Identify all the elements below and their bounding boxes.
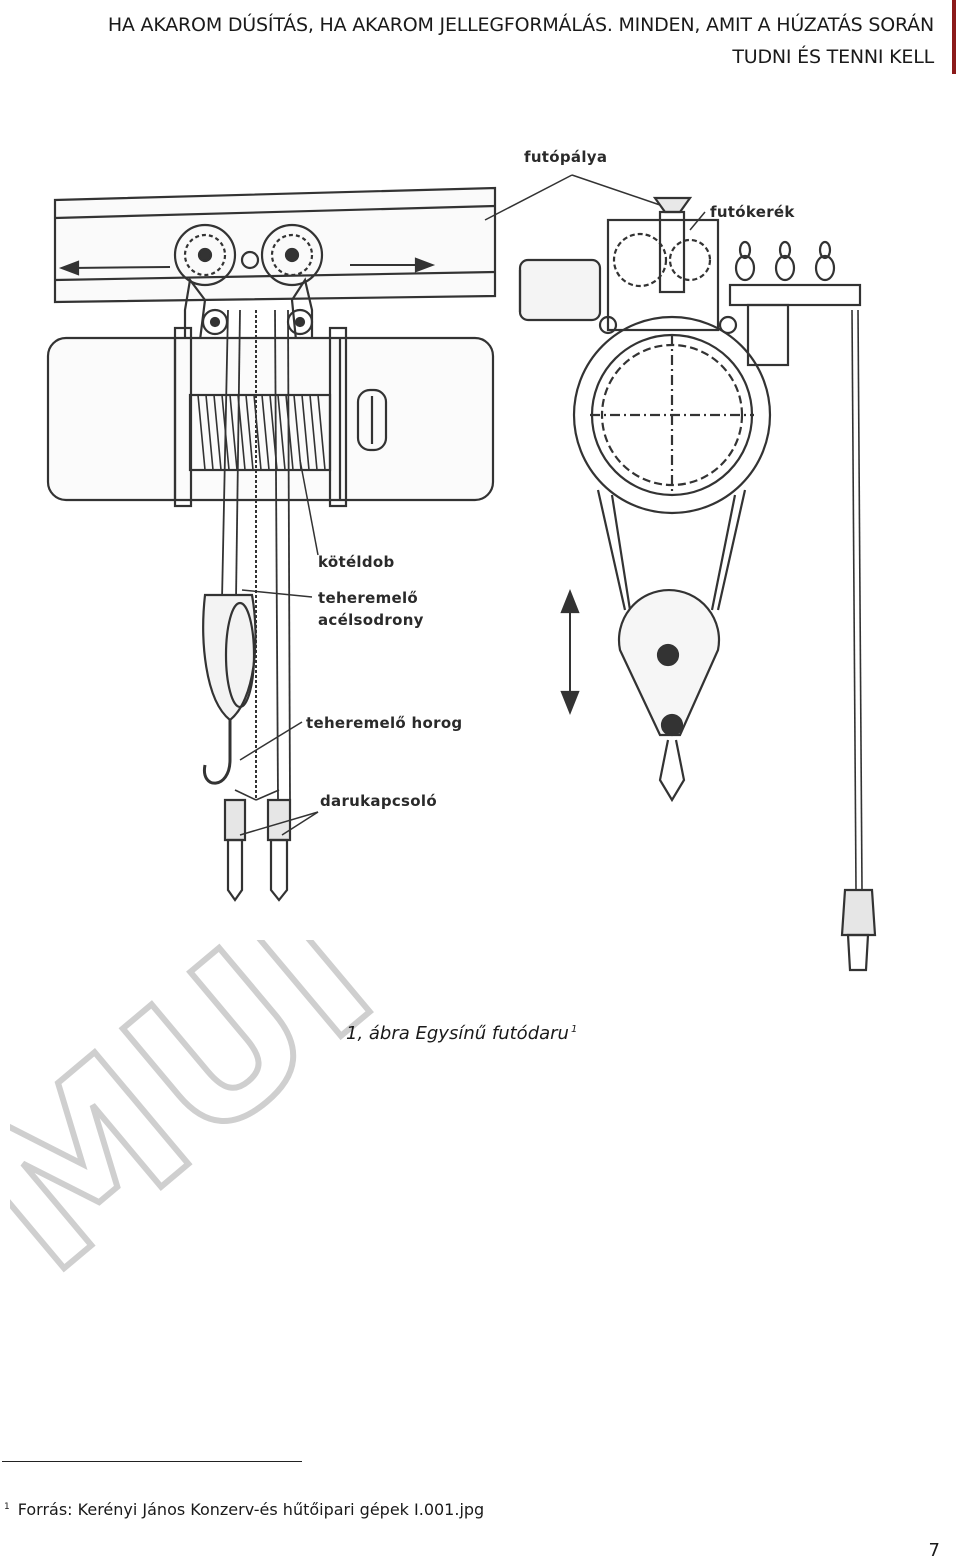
pendant-switch-side	[840, 888, 877, 972]
hook-block	[202, 593, 257, 722]
rope-drum	[188, 393, 332, 472]
label-futopalya: futópálya	[524, 148, 607, 166]
crane-drawing: futópálya futókerék kötéldob teheremelő …	[46, 148, 877, 972]
wheel-right	[260, 223, 324, 287]
crane-diagram: futópálya futókerék kötéldob teheremelő …	[0, 100, 960, 1000]
label-darukapcsolo: darukapcsoló	[320, 792, 437, 810]
pendant-switch-left	[223, 798, 247, 902]
wheel-left	[173, 223, 237, 287]
watermark-text: MUI	[10, 940, 415, 1300]
motor-housing	[46, 336, 495, 502]
footnote-text: Forrás: Kerényi János Konzerv-és hűtőipa…	[17, 1500, 485, 1519]
label-futokerek: futókerék	[710, 203, 795, 221]
page-number: 7	[928, 1540, 940, 1561]
side-motor	[518, 258, 602, 322]
footnote-marker: 1	[4, 1501, 10, 1512]
label-horog: teheremelő horog	[306, 714, 462, 732]
label-acelsodrony: acélsodrony	[318, 611, 424, 629]
label-koteldob: kötéldob	[318, 553, 395, 571]
watermark: MUI	[10, 940, 418, 1300]
pendant-switch-right	[266, 798, 292, 902]
page-header: HA AKAROM DÚSÍTÁS, HA AKAROM JELLEGFORMÁ…	[0, 0, 956, 74]
footnote: 1 Forrás: Kerényi János Konzerv-és hűtőip…	[4, 1500, 484, 1519]
caption-footnote-ref[interactable]: 1	[570, 1024, 578, 1035]
footnote-divider	[2, 1461, 302, 1462]
header-title-line-2: TUDNI ÉS TENNI KELL	[732, 46, 934, 68]
caption-text: 1, ábra Egysínű futódaru	[346, 1023, 569, 1044]
side-drum	[572, 315, 772, 515]
label-teheremelo: teheremelő	[318, 589, 418, 607]
header-title-line-1: HA AKAROM DÚSÍTÁS, HA AKAROM JELLEGFORMÁ…	[107, 14, 934, 36]
insulators	[734, 240, 836, 282]
